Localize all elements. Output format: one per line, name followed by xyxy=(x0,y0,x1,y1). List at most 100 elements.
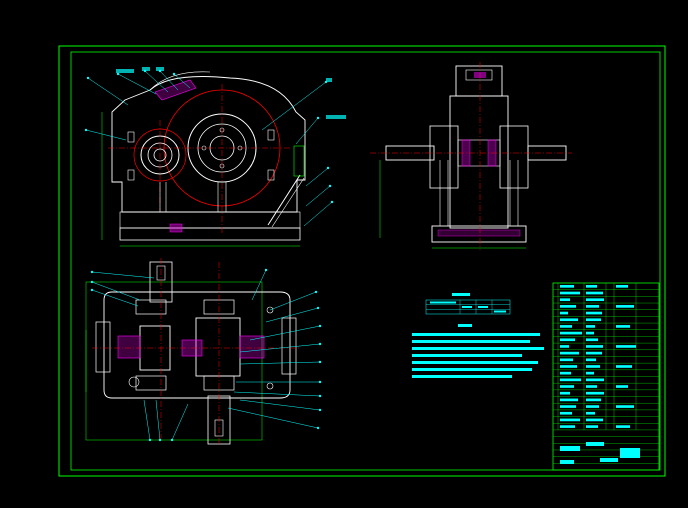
parts-list-cell xyxy=(616,325,630,328)
leader-line xyxy=(239,343,321,353)
callout-balloon xyxy=(318,408,322,412)
parts-list-cell xyxy=(560,285,574,288)
callout-balloon xyxy=(90,270,94,274)
leader-line xyxy=(171,403,189,441)
parts-list-cell xyxy=(586,391,604,395)
requirement-line xyxy=(412,347,544,350)
parts-list-cell xyxy=(586,425,598,428)
parts-list-cell xyxy=(616,345,636,348)
requirement-line xyxy=(412,361,538,364)
bolt xyxy=(127,131,135,143)
leader-line xyxy=(269,291,317,311)
outer-border-frame xyxy=(58,45,666,477)
callout-balloon xyxy=(318,342,322,346)
parts-list-cell xyxy=(586,371,594,375)
parts-list-cell xyxy=(586,378,604,382)
title-block-cell xyxy=(620,448,640,458)
parts-list-cell xyxy=(560,378,581,382)
parts-list-cell xyxy=(560,371,571,375)
housing-side-body xyxy=(449,95,509,229)
callout-label xyxy=(142,67,150,71)
front-elevation-view xyxy=(85,67,346,247)
parts-list-cell xyxy=(560,425,575,428)
leader-line xyxy=(91,281,141,301)
notes-area xyxy=(412,293,544,378)
bolt xyxy=(267,169,275,181)
spacer-hatch xyxy=(117,335,141,359)
parts-list-cell xyxy=(560,418,580,422)
technical-specification-table xyxy=(425,299,511,315)
parts-list-cell xyxy=(616,405,634,408)
requirement-line xyxy=(412,368,532,371)
leader-line xyxy=(87,77,129,106)
leader-line xyxy=(173,73,191,89)
callout-balloon xyxy=(86,76,90,80)
spacer-hatch xyxy=(239,335,265,359)
bolt xyxy=(127,169,135,181)
leader-line xyxy=(159,70,179,91)
parts-list-cell xyxy=(560,351,579,355)
parts-list-cell xyxy=(560,405,576,408)
leader-line xyxy=(261,81,327,131)
callout-balloon xyxy=(318,324,322,328)
requirement-line xyxy=(412,354,522,357)
breather-vent xyxy=(465,69,493,81)
drain-plug-hatch xyxy=(169,223,183,233)
callout-balloon xyxy=(143,69,147,73)
spec-table-title xyxy=(452,293,470,296)
parts-list-cell xyxy=(616,285,628,288)
bearing xyxy=(135,299,167,315)
leader-line xyxy=(143,399,151,441)
parts-list-cell xyxy=(586,318,601,322)
parts-list-cell xyxy=(560,338,575,342)
housing-outline xyxy=(111,76,306,213)
parts-list-cell xyxy=(560,305,576,308)
parts-list-cell xyxy=(586,285,597,288)
parts-list-cell xyxy=(616,365,632,368)
title-block-cell xyxy=(586,442,604,446)
parts-list-cell xyxy=(586,305,599,308)
bolt-head xyxy=(128,376,140,388)
parts-list-cell xyxy=(586,351,602,355)
parts-list-cell xyxy=(586,345,603,348)
plan-section-view xyxy=(85,258,321,446)
inspection-cover xyxy=(154,79,197,101)
bolt-head xyxy=(266,382,274,390)
left-flange xyxy=(95,321,111,373)
side-elevation-view xyxy=(370,62,572,250)
parts-list-and-title-block xyxy=(552,282,660,471)
callout-balloon xyxy=(316,306,320,310)
callout-balloon xyxy=(172,72,176,76)
callout-balloon xyxy=(330,200,334,204)
leader-line xyxy=(239,361,321,365)
parts-list-cell xyxy=(560,345,569,348)
callout-balloon xyxy=(318,360,322,364)
callout-label xyxy=(326,115,346,119)
oil-level-gauge xyxy=(293,145,305,177)
callout-balloon xyxy=(314,290,318,294)
callout-balloon xyxy=(316,116,320,120)
requirement-line xyxy=(412,333,540,336)
bearing xyxy=(135,375,167,391)
leader-line xyxy=(155,399,161,441)
requirements-title xyxy=(458,324,472,327)
parts-list-cell xyxy=(560,291,580,295)
leader-line xyxy=(85,129,127,141)
parts-list-cell xyxy=(560,318,578,322)
parts-list-cell xyxy=(616,425,630,428)
parts-list-cell xyxy=(560,411,572,415)
callout-balloon xyxy=(318,394,322,398)
leader-line xyxy=(233,391,321,397)
requirement-line xyxy=(412,340,530,343)
callout-balloon xyxy=(324,80,328,84)
callout-balloon xyxy=(316,426,320,430)
callout-balloon xyxy=(90,288,94,292)
leader-line xyxy=(91,289,139,307)
callout-balloon xyxy=(148,438,152,442)
parts-list-cell xyxy=(560,398,578,402)
title-block-cell xyxy=(600,458,618,462)
base-hatch xyxy=(437,229,521,237)
title-block-cell xyxy=(560,446,580,451)
